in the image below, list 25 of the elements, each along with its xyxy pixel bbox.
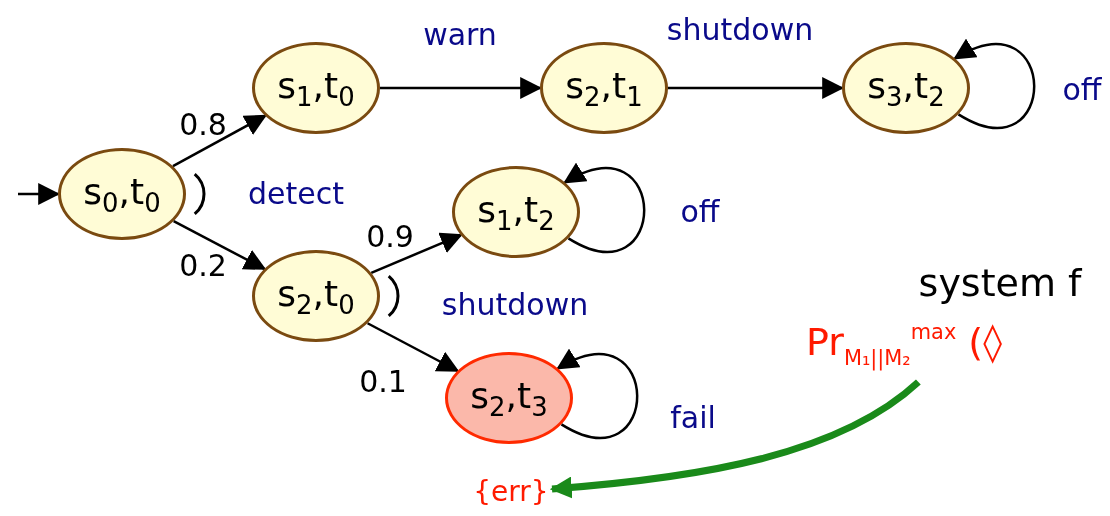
probability-label: 0.8 (179, 110, 227, 140)
arrow (953, 40, 1036, 129)
state-name: s$_{2}$,t$_{0}$ (277, 272, 355, 320)
probability-label: 0.2 (179, 251, 227, 281)
caption-text: system f (918, 264, 1082, 302)
arrow (556, 350, 639, 439)
state-label: {err} (473, 478, 549, 506)
state-name: s$_{1}$,t$_{0}$ (277, 64, 355, 112)
state-name: s$_{1}$,t$_{2}$ (477, 188, 555, 236)
probability-label: 0.1 (359, 367, 407, 397)
state-name: s$_{2}$,t$_{1}$ (565, 64, 643, 112)
action-label: detect (248, 179, 344, 209)
action-label: off (1062, 75, 1102, 105)
state-name: s$_{3}$,t$_{2}$ (867, 64, 945, 112)
probability-label: 0.9 (366, 222, 414, 252)
action-label: fail (670, 403, 716, 433)
arrow (549, 379, 921, 499)
action-label: off (680, 197, 720, 227)
action-label: shutdown (441, 290, 589, 320)
action-label: warn (423, 20, 497, 50)
state-name: s$_{2}$,t$_{3}$ (470, 374, 548, 422)
formula-text: Pr$_{M₁||M₂}$$^{max}$ (◊ (806, 322, 1002, 370)
action-label: shutdown (666, 15, 814, 45)
arrow (563, 164, 646, 253)
state-name: s$_{0}$,t$_{0}$ (83, 170, 161, 218)
